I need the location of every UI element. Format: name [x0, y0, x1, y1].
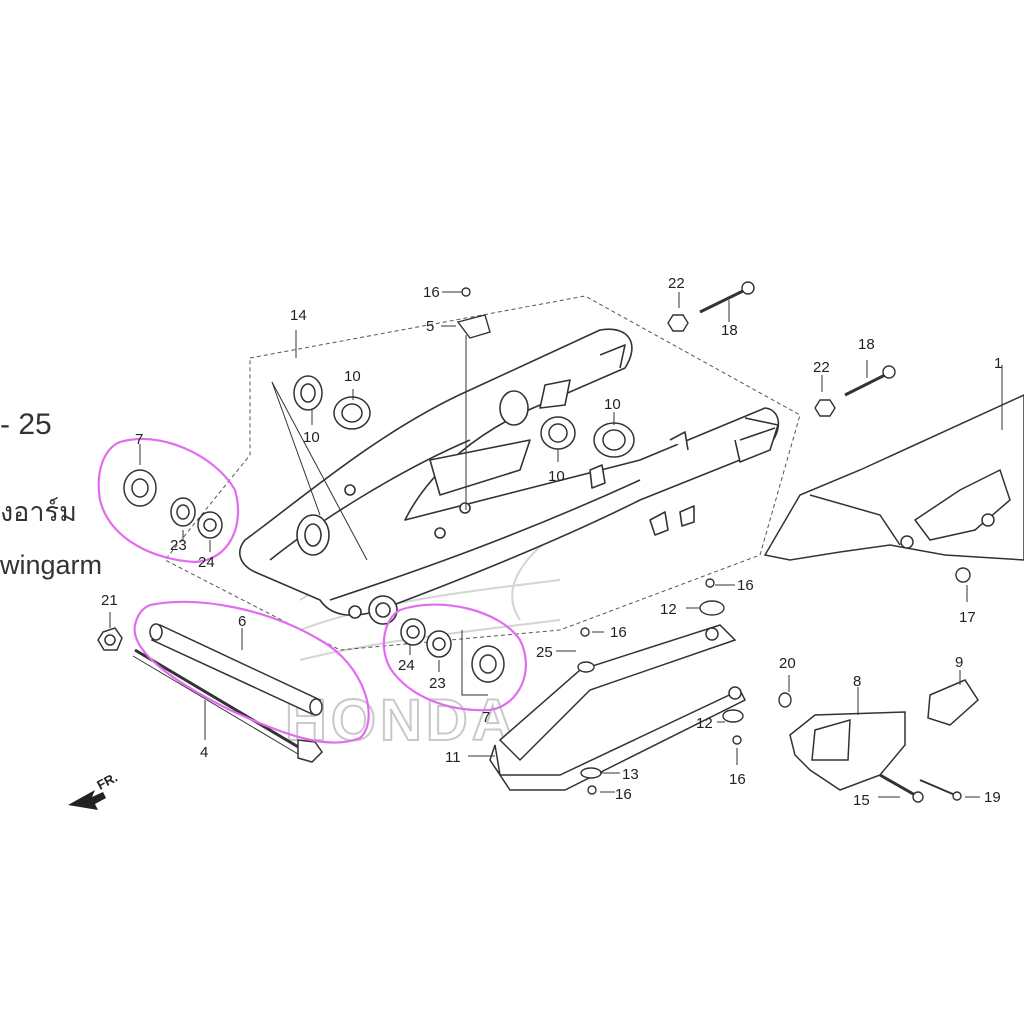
left-bearing-group	[123, 469, 223, 539]
chain-slider	[489, 624, 747, 791]
callout-14: 14	[290, 307, 307, 324]
callout-10-c: 10	[548, 468, 565, 485]
fasteners	[456, 281, 971, 803]
callout-7-right: 7	[482, 709, 490, 726]
callout-13: 13	[622, 766, 639, 783]
callout-1: 1	[994, 355, 1002, 372]
callout-10-b: 10	[303, 429, 320, 446]
callout-23-right: 23	[429, 675, 446, 692]
callout-12-a: 12	[660, 601, 677, 618]
highlight-left-bearings	[97, 437, 240, 564]
pivot-parts	[97, 623, 323, 763]
callout-16-a: 16	[423, 284, 440, 301]
callout-24-left: 24	[198, 554, 215, 571]
callout-10-a: 10	[344, 368, 361, 385]
diagram-title-english: wingarm	[0, 550, 103, 580]
highlight-markings	[97, 437, 527, 744]
callout-5: 5	[426, 318, 434, 335]
callout-17: 17	[959, 609, 976, 626]
callout-12-b: 12	[696, 715, 713, 732]
leader-lines	[109, 291, 1003, 798]
callout-21: 21	[101, 592, 118, 609]
highlight-right-bearings	[382, 603, 527, 712]
callout-16-e: 16	[615, 786, 632, 803]
front-direction-label: FR.	[94, 770, 120, 793]
callout-18-b: 18	[858, 336, 875, 353]
callout-7-left: 7	[135, 431, 143, 448]
callout-4: 4	[200, 744, 208, 761]
chain-guide	[789, 679, 979, 791]
callout-11: 11	[445, 749, 461, 766]
callout-9: 9	[955, 654, 963, 671]
callout-19: 19	[984, 789, 1001, 806]
swingarm-bushings	[293, 375, 635, 458]
callout-22-a: 22	[668, 275, 685, 292]
callout-24-right: 24	[398, 657, 415, 674]
callout-16-c: 16	[610, 624, 627, 641]
callout-20: 20	[779, 655, 796, 672]
swingarm	[239, 328, 780, 625]
diagram-title-thai: งอาร์ม	[0, 497, 77, 527]
callout-23-left: 23	[170, 537, 187, 554]
callout-16-b: 16	[737, 577, 754, 594]
chain-case	[763, 394, 1024, 561]
callout-10-d: 10	[604, 396, 621, 413]
diagram-section-code: - 25	[0, 408, 52, 441]
highlight-pivot-collar	[133, 600, 370, 744]
callout-8: 8	[853, 673, 861, 690]
callout-22-b: 22	[813, 359, 830, 376]
callout-25: 25	[536, 644, 553, 661]
callout-18-a: 18	[721, 322, 738, 339]
right-bearing-group	[400, 618, 505, 683]
callout-labels: 1 4 5 6 7 7 8 9 10 10 10 10 11 12 12 13 …	[101, 275, 1002, 809]
callout-15: 15	[853, 792, 870, 809]
callout-6: 6	[238, 613, 246, 630]
swingarm-assembly-outline	[164, 295, 801, 651]
callout-16-d: 16	[729, 771, 746, 788]
front-direction-indicator: FR.	[68, 770, 120, 810]
